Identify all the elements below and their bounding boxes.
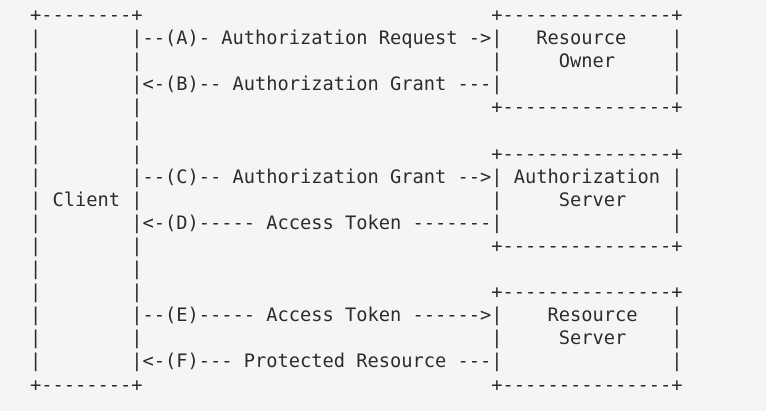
oauth-abstract-protocol-flow-diagram: +--------+ +---------------+ | |--(A)- A…	[30, 5, 683, 396]
